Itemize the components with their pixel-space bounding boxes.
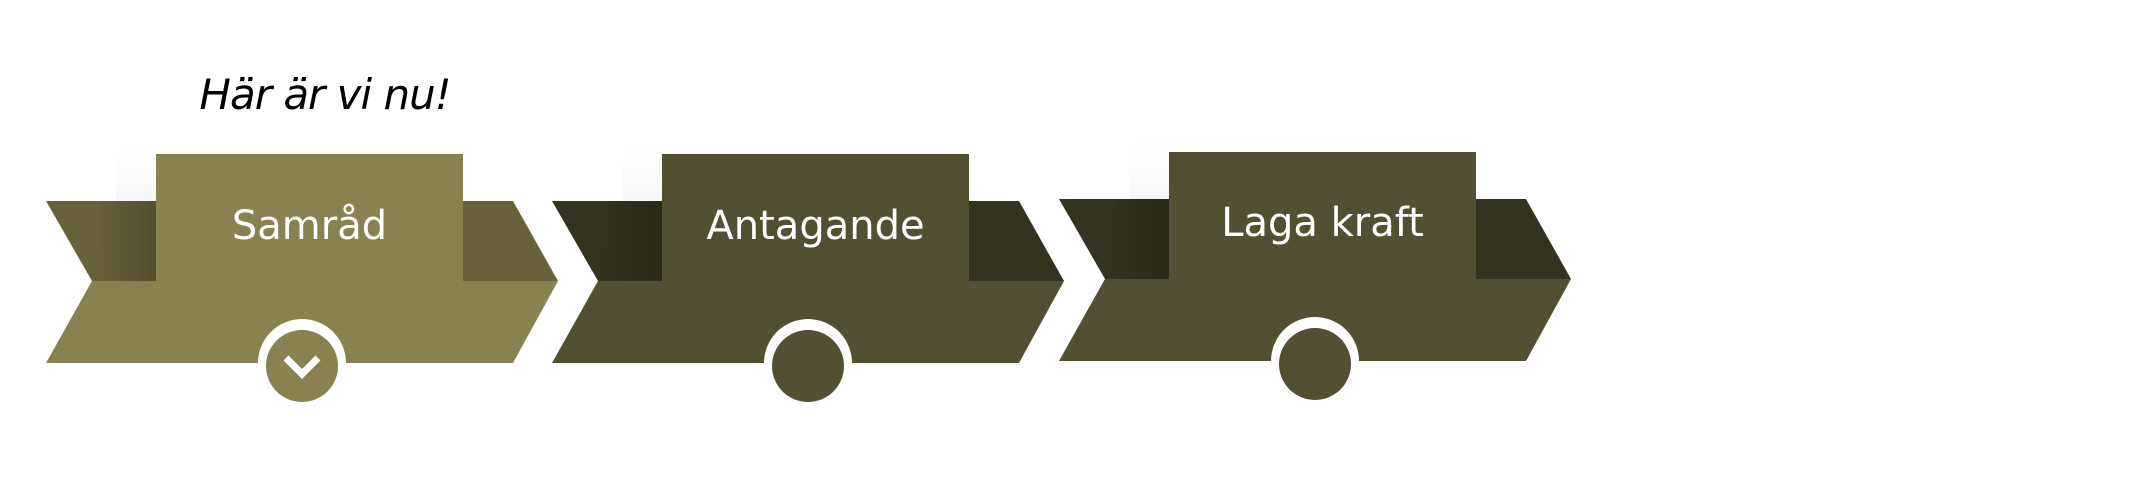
status-circle (266, 330, 338, 402)
check-icon (283, 355, 321, 379)
step-band-shade (92, 201, 156, 281)
step-label: Antagande (706, 203, 925, 249)
step-band-shade (598, 201, 662, 281)
step-antagande[interactable] (552, 125, 1064, 407)
step-tab (662, 154, 969, 281)
step-tab (156, 154, 463, 281)
circle-icon (1279, 328, 1351, 400)
step-label: Laga kraft (1221, 200, 1424, 246)
step-label: Samråd (231, 203, 388, 249)
step-laga-kraft[interactable] (1059, 123, 1571, 405)
circle-icon (772, 330, 844, 402)
step-tab (1169, 152, 1476, 279)
step-band-shade (1105, 199, 1169, 279)
step-samrad[interactable] (46, 125, 558, 407)
current-step-callout: Här är vi nu! (199, 70, 451, 119)
